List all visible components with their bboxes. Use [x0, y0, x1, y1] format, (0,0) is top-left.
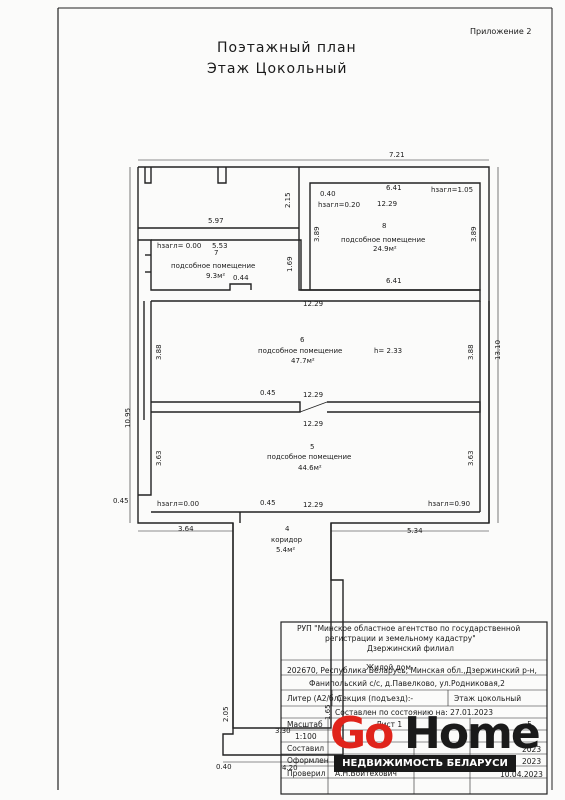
dim-label: 3.89: [313, 226, 321, 242]
stamp-object: Жилой дом: [366, 663, 412, 672]
stamp-checked: Проверил: [287, 769, 326, 778]
room-note: hзагл=0.00: [157, 500, 200, 508]
dim-label: 6.41: [386, 277, 402, 285]
stamp-date: 2023: [522, 757, 542, 766]
dim-label: 0.45: [260, 499, 276, 507]
dim-label: 3.88: [467, 344, 475, 360]
stamp-address: Фанипольский с/с, д.Павелково, ул.Родник…: [309, 679, 505, 688]
dim-label: 3.63: [467, 450, 475, 466]
room-name: подсобное помещение: [258, 347, 343, 355]
stamp-compiled: Составлен по состоянию на: 27.01.2023: [335, 708, 494, 717]
room-area: 5.4м²: [276, 546, 296, 554]
dim-label: 12.29: [303, 391, 324, 399]
dim-label: 5.53: [212, 242, 228, 250]
stamp-sheets: - 5: [522, 720, 532, 729]
room-note: hзагл= 0.00: [157, 242, 202, 250]
room-name: подсобное помещение: [171, 262, 256, 270]
stamp-scale: 1:100: [295, 732, 317, 741]
room-note: h= 2.33: [374, 347, 403, 355]
room-name: коридор: [271, 536, 303, 544]
page-subtitle: Этаж Цокольный: [207, 61, 348, 77]
dim-label: 5.34: [407, 527, 423, 535]
room-area: 44.6м²: [298, 464, 322, 472]
stamp-date: 2023: [522, 745, 542, 754]
dim-label: 3.64: [178, 525, 194, 533]
stamp-address: 202670, Республика Беларусь, Минская обл…: [287, 666, 537, 675]
stamp-org: РУП "Минское областное агентство по госу…: [297, 624, 521, 633]
room-name: подсобное помещение: [267, 453, 352, 461]
stamp-scale-label: Масштаб: [287, 720, 323, 729]
dim-label: 7.21: [389, 151, 405, 159]
logo-home: Home: [404, 708, 541, 759]
dim-label: 6.41: [386, 184, 402, 192]
room-note: hзагл=0.90: [428, 500, 471, 508]
room-number: 6: [300, 336, 305, 344]
dim-label: 0.44: [233, 274, 249, 282]
stamp-branch: Дзержинский филиал: [367, 644, 454, 653]
page-title: Поэтажный план: [217, 40, 357, 56]
stamp-section: Секция (подъезд):-: [337, 694, 414, 703]
stamp-liter: Литер (А2/бл): [287, 694, 342, 703]
stamp-org: регистрации и земельному кадастру": [325, 634, 476, 643]
stamp-floor: Этаж цокольный: [454, 694, 522, 703]
room-name: подсобное помещение: [341, 236, 426, 244]
stamp-sheet: Лист 1: [376, 720, 403, 729]
dim-label: 3.30: [275, 727, 291, 735]
stamp-formed: Оформлен: [287, 756, 329, 765]
dim-label: 2.15: [284, 192, 292, 208]
room-area: 24.9м²: [373, 245, 397, 253]
room-number: 7: [214, 249, 219, 257]
appendix-label: Приложение 2: [470, 27, 532, 36]
dim-label: 12.29: [303, 420, 324, 428]
room-number: 4: [285, 525, 290, 533]
dim-label: 12.29: [303, 300, 324, 308]
gohome-logo: Go Home НЕДВИЖИМОСТЬ БЕЛАРУСИ: [330, 708, 541, 774]
dim-label: 0.40: [216, 763, 232, 771]
stamp-composed: Составил: [287, 744, 325, 753]
room-area: 47.7м²: [291, 357, 315, 365]
dim-label: 10.95: [124, 407, 132, 428]
room-number: 8: [382, 222, 387, 230]
room-note: hзагл=1.05: [431, 186, 474, 194]
room-area: 9.3м²: [206, 272, 226, 280]
logo-go: Go: [330, 708, 394, 759]
dim-label: 12.29: [377, 200, 398, 208]
dim-label: 3.63: [155, 450, 163, 466]
dim-label: 3.88: [155, 344, 163, 360]
room-note: hзагл=0.20: [318, 201, 361, 209]
dim-label: 2.05: [222, 706, 230, 722]
dim-label: 0.40: [320, 190, 336, 198]
dim-label: 0.45: [260, 389, 276, 397]
dim-label: 12.29: [303, 501, 324, 509]
stamp-date: 10.04.2023: [500, 770, 543, 779]
logo-tagline: НЕДВИЖИМОСТЬ БЕЛАРУСИ: [334, 755, 516, 772]
dim-label: 3.89: [470, 226, 478, 242]
stamp-checker: А.Н.Войтехович: [335, 769, 397, 778]
dim-label: 13.10: [494, 339, 502, 360]
dim-label: 4.20: [282, 764, 298, 772]
dim-label: 0.45: [113, 497, 129, 505]
room-number: 5: [310, 443, 315, 451]
dim-label: 1.69: [286, 256, 294, 272]
dim-label: 5.97: [208, 217, 224, 225]
